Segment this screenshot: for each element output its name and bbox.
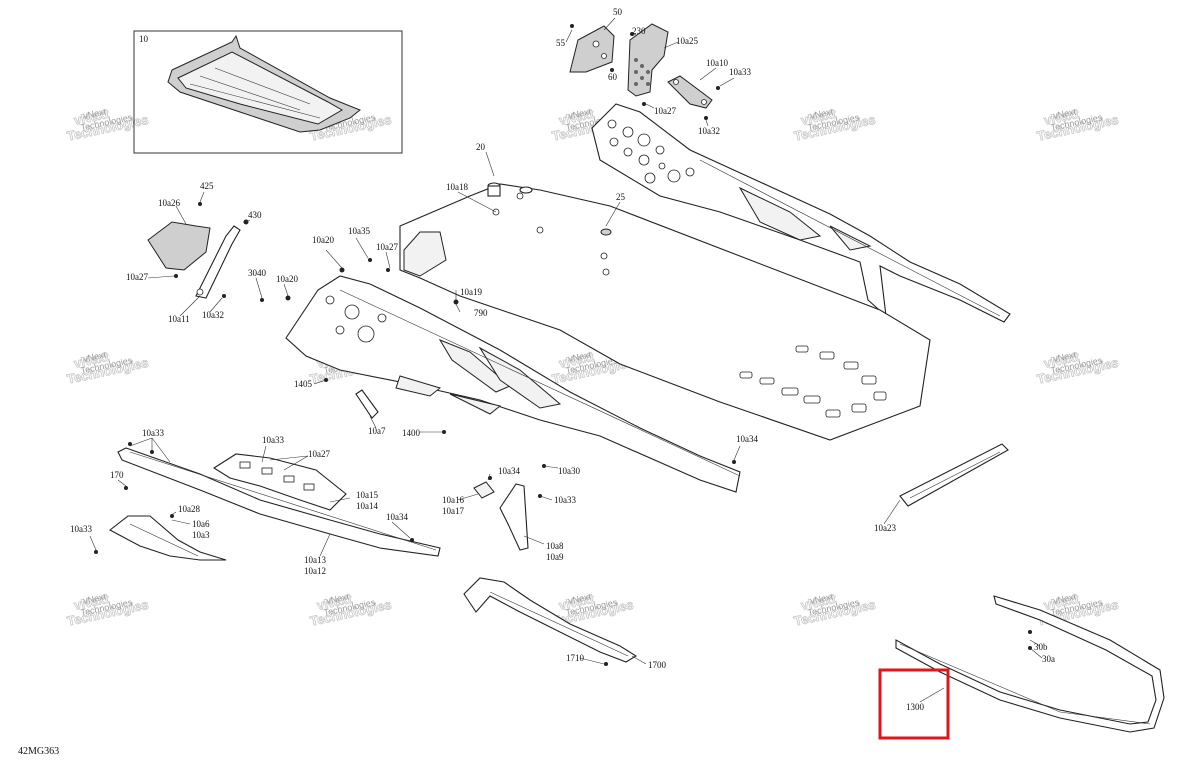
label-10a23: 10a23 — [874, 523, 896, 533]
label-10a11: 10a11 — [168, 314, 190, 324]
label-10a34-mid: 10a34 — [498, 466, 520, 476]
label-10a30: 10a30 — [558, 466, 580, 476]
label-10a8: 10a8 — [546, 541, 564, 551]
svg-text:vNext: vNext — [809, 106, 834, 121]
label-10a14: 10a14 — [356, 501, 378, 511]
link-10a7[interactable] — [355, 389, 379, 419]
label-60: 60 — [608, 72, 618, 82]
label-10a27-mid: 10a27 — [376, 242, 398, 252]
svg-text:vNext: vNext — [82, 349, 107, 364]
label-50: 50 — [613, 7, 623, 17]
right-tunnel-rail[interactable] — [591, 103, 1011, 323]
label-230: 230 — [632, 26, 646, 36]
part-labels: 50 55 60 230 10a25 10a10 10a33 10a27 10a… — [18, 7, 1055, 757]
bracket-10a25[interactable] — [627, 23, 669, 97]
foot-bracket-10a28[interactable] — [108, 515, 227, 561]
label-1700: 1700 — [648, 660, 667, 670]
svg-text:vNext: vNext — [1052, 591, 1077, 606]
diagram-code: 42MG363 — [18, 746, 59, 757]
running-board-10a13[interactable] — [117, 447, 441, 557]
label-10a7: 10a7 — [368, 426, 386, 436]
label-10a27-left: 10a27 — [126, 272, 148, 282]
floor-slots — [739, 345, 887, 418]
watermarks: vNext Technologies vNext Technologies vN… — [65, 105, 1120, 629]
label-10a19: 10a19 — [460, 287, 482, 297]
bracket-10a26[interactable] — [147, 221, 211, 271]
label-1710: 1710 — [566, 653, 585, 663]
bump-20[interactable] — [487, 182, 501, 197]
label-10a13: 10a13 — [304, 555, 326, 565]
strut-10a11[interactable] — [195, 225, 241, 299]
tunnel-floor-panel[interactable] — [399, 182, 931, 441]
label-10a27-top: 10a27 — [654, 106, 676, 116]
rail-10a23[interactable] — [899, 443, 1009, 507]
label-10a33-low: 10a33 — [70, 524, 92, 534]
label-10a17: 10a17 — [442, 506, 464, 516]
label-790: 790 — [474, 308, 488, 318]
label-10a20-a: 10a20 — [312, 235, 334, 245]
label-10a35: 10a35 — [348, 226, 370, 236]
label-10a33-brk: 10a33 — [262, 435, 284, 445]
label-55: 55 — [556, 38, 566, 48]
label-10a25: 10a25 — [676, 36, 698, 46]
label-425: 425 — [200, 181, 214, 191]
label-10a32-left: 10a32 — [202, 310, 224, 320]
label-10a10: 10a10 — [706, 58, 728, 68]
label-10a16: 10a16 — [442, 495, 464, 505]
svg-text:vNext: vNext — [809, 591, 834, 606]
label-10a33-mid: 10a33 — [554, 495, 576, 505]
highlight-box-1300 — [878, 668, 950, 740]
label-10a26: 10a26 — [158, 198, 180, 208]
label-10a33-top: 10a33 — [729, 67, 751, 77]
svg-text:vNext: vNext — [82, 591, 107, 606]
bumper-1300[interactable] — [895, 595, 1165, 733]
left-tunnel-rail[interactable] — [285, 275, 741, 493]
svg-text:vNext: vNext — [567, 591, 592, 606]
bracket-10a15[interactable] — [212, 453, 347, 511]
rail-1700[interactable] — [463, 577, 638, 663]
label-10a33-rail: 10a33 — [142, 428, 164, 438]
label-170: 170 — [110, 470, 124, 480]
label-10a34-right: 10a34 — [736, 434, 758, 444]
label-30a: 30a — [1042, 654, 1055, 664]
grommet-25[interactable] — [600, 228, 612, 236]
label-1405: 1405 — [294, 379, 313, 389]
label-3040: 3040 — [248, 268, 267, 278]
label-1300: 1300 — [906, 702, 925, 712]
label-10a12: 10a12 — [304, 566, 326, 576]
svg-text:vNext: vNext — [1052, 349, 1077, 364]
svg-text:vNext: vNext — [567, 106, 592, 121]
label-10a18: 10a18 — [446, 182, 468, 192]
svg-text:vNext: vNext — [82, 106, 107, 121]
svg-text:vNext: vNext — [325, 591, 350, 606]
inset-assembly-10[interactable]: 10 — [133, 30, 403, 154]
label-10a27-brk: 10a27 — [308, 449, 330, 459]
label-1400: 1400 — [402, 428, 421, 438]
label-10a15: 10a15 — [356, 490, 378, 500]
label-10a20-b: 10a20 — [276, 274, 298, 284]
label-10a28: 10a28 — [178, 504, 200, 514]
label-10a3: 10a3 — [192, 530, 210, 540]
svg-text:vNext: vNext — [1052, 106, 1077, 121]
label-430: 430 — [248, 210, 262, 220]
leader-lines — [89, 17, 1043, 703]
plate-50[interactable] — [569, 25, 615, 73]
svg-text:10: 10 — [139, 34, 149, 44]
label-10a6: 10a6 — [192, 519, 210, 529]
label-10a9: 10a9 — [546, 552, 564, 562]
link-10a10[interactable] — [667, 75, 713, 109]
svg-text:vNext: vNext — [567, 349, 592, 364]
bracket-10a8[interactable] — [473, 481, 529, 551]
label-30b: 30b — [1034, 642, 1048, 652]
label-10a34-rail: 10a34 — [386, 512, 408, 522]
label-20: 20 — [476, 142, 486, 152]
label-10a32-top: 10a32 — [698, 126, 720, 136]
label-25: 25 — [616, 192, 626, 202]
